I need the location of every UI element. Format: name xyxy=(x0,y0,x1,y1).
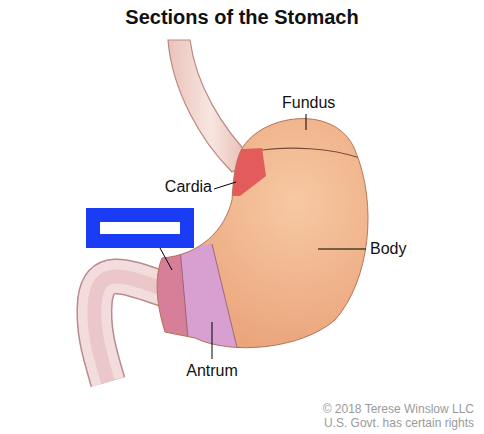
pylorus-region xyxy=(140,248,190,360)
leader-line xyxy=(318,249,366,250)
leader-line xyxy=(306,114,307,130)
copyright-note: © 2018 Terese Winslow LLC xyxy=(323,402,474,416)
leader-line xyxy=(212,322,213,359)
cardia-region xyxy=(225,148,266,196)
fundus-line xyxy=(262,148,360,158)
leader-line xyxy=(214,182,236,189)
part-label: Antrum xyxy=(186,362,238,380)
redaction-box xyxy=(86,208,194,248)
antrum-region xyxy=(180,244,240,360)
part-label: Body xyxy=(370,240,406,258)
redaction-bar xyxy=(100,222,180,234)
part-label: Fundus xyxy=(282,94,335,112)
copyright-note: U.S. Govt. has certain rights xyxy=(324,416,474,430)
leader-line xyxy=(160,248,172,270)
diagram-title: Sections of the Stomach xyxy=(125,6,358,29)
part-label: Cardia xyxy=(165,178,212,196)
